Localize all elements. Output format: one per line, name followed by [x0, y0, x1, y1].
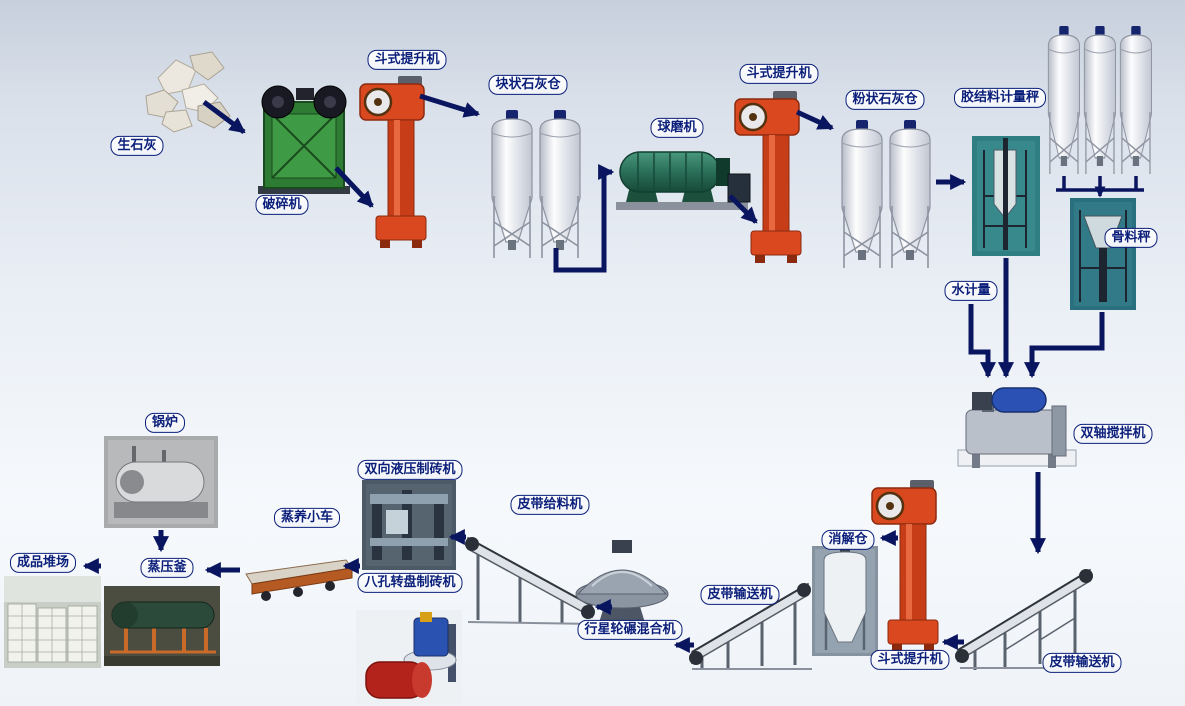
storage-silo-illustration [1119, 25, 1153, 175]
flow-arrow [553, 163, 615, 273]
label-ball-mill: 球磨机 [650, 117, 704, 139]
label-belt-feeder: 皮带给料机 [510, 494, 590, 516]
label-digestion-silo: 消解仓 [821, 529, 875, 551]
flow-arrow [202, 100, 246, 134]
belt-conveyor-2-illustration [689, 582, 812, 670]
binder-weigher-photo [972, 136, 1040, 256]
storage-silo-illustration [1047, 25, 1081, 175]
label-quicklime: 生石灰 [110, 135, 164, 157]
lump-lime-silo-illustration [539, 109, 581, 259]
label-powder-lime-silo: 粉状石灰仓 [845, 89, 925, 111]
label-jaw-crusher: 破碎机 [255, 194, 309, 216]
label-autoclave: 蒸压釜 [140, 557, 194, 579]
hydraulic-press-photo [362, 480, 456, 570]
lump-lime-silo-illustration [491, 109, 533, 259]
ball-mill-illustration [616, 151, 751, 210]
label-bucket-elevator-2: 斗式提升机 [739, 63, 819, 85]
flow-arrow [334, 166, 374, 208]
powder-lime-silo-illustration [889, 119, 931, 269]
bucket-elevator-1-illustration [358, 74, 428, 250]
quicklime-rocks-illustration [145, 51, 231, 133]
boiler-photo [104, 436, 218, 528]
label-hydraulic-brick-press: 双向液压制砖机 [357, 459, 463, 481]
belt-conveyor-1-illustration [955, 568, 1096, 670]
label-rotary-brick-press: 八孔转盘制砖机 [357, 572, 463, 594]
flow-arrow [795, 109, 834, 131]
flow-arrow [968, 304, 997, 379]
twin-shaft-mixer-illustration [957, 387, 1077, 468]
flow-arrow [419, 93, 481, 118]
product-yard-photo [4, 576, 101, 668]
label-lump-lime-silo: 块状石灰仓 [488, 74, 568, 96]
label-belt-conveyor-2: 皮带输送机 [700, 584, 780, 606]
label-twin-shaft-mixer: 双轴搅拌机 [1073, 423, 1153, 445]
autoclave-photo [104, 586, 220, 666]
belt-feeder-illustration [465, 536, 597, 625]
flow-arrows [82, 93, 1144, 654]
flow-line [1062, 176, 1138, 190]
digestion-silo-photo [812, 546, 878, 656]
label-curing-cart: 蒸养小车 [273, 507, 341, 529]
storage-silo-illustration [1083, 25, 1117, 175]
label-binder-weigher: 胶结料计量秤 [953, 87, 1047, 109]
label-water-meter: 水计量 [944, 280, 998, 302]
label-belt-conveyor-1: 皮带输送机 [1042, 652, 1122, 674]
jaw-crusher-illustration [258, 85, 350, 194]
label-aggregate-weigher: 骨料秤 [1104, 227, 1158, 249]
label-product-yard: 成品堆场 [9, 552, 77, 574]
label-planetary-mixer: 行星轮碾混合机 [577, 619, 683, 641]
flow-arrow [728, 194, 758, 224]
flow-arrow [1023, 312, 1105, 379]
curing-cart-illustration [245, 559, 353, 601]
powder-lime-silo-illustration [841, 119, 883, 269]
label-boiler: 锅炉 [144, 412, 186, 434]
aggregate-weigher-photo [1070, 198, 1136, 310]
rotary-press-photo [356, 610, 462, 704]
label-bucket-elevator-1: 斗式提升机 [367, 49, 447, 71]
label-bucket-elevator-3: 斗式提升机 [870, 649, 950, 671]
bucket-elevator-3-illustration [870, 478, 940, 654]
